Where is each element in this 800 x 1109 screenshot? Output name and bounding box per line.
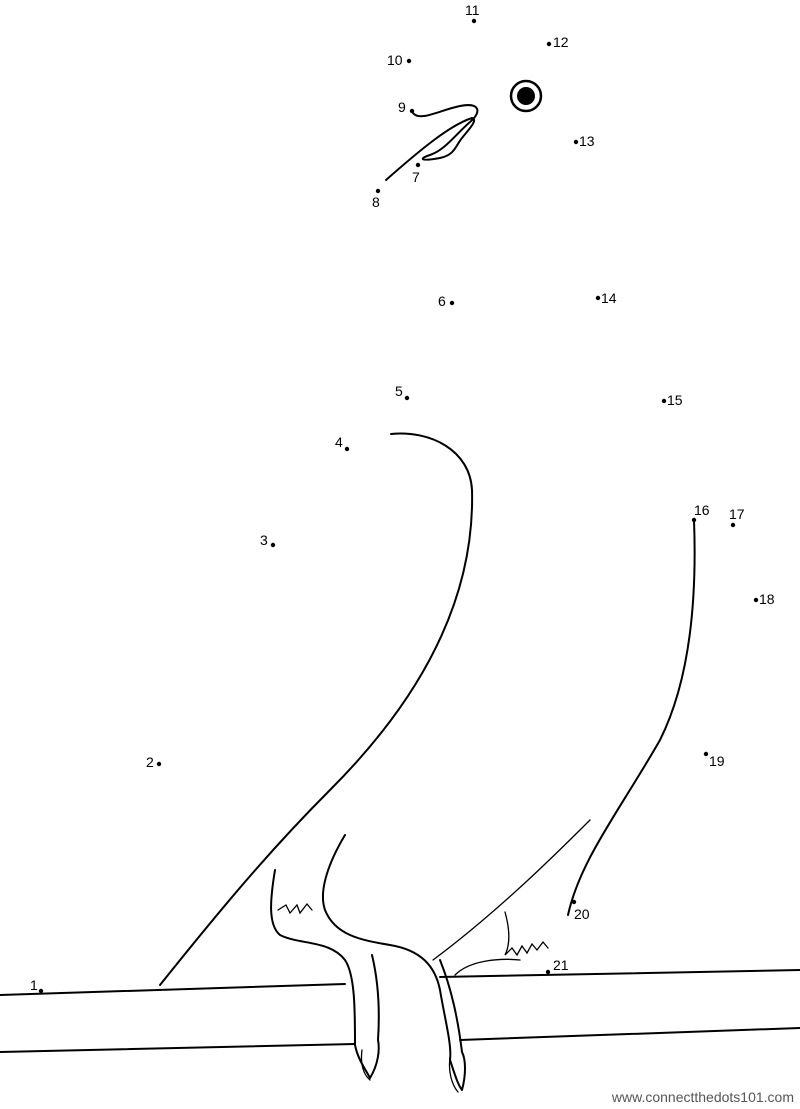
dot-label: 6 bbox=[438, 293, 446, 309]
right-leg bbox=[321, 834, 466, 1091]
watermark: www.connectthedots101.com bbox=[611, 1089, 794, 1105]
dot[interactable] bbox=[546, 41, 552, 47]
dot-label: 15 bbox=[667, 392, 683, 408]
dot-label: 8 bbox=[372, 194, 380, 210]
left-leg bbox=[270, 869, 380, 1079]
body-front bbox=[159, 432, 474, 986]
dot[interactable] bbox=[595, 295, 601, 301]
dot[interactable] bbox=[691, 517, 697, 523]
claws bbox=[360, 1049, 459, 1093]
dot[interactable] bbox=[38, 988, 44, 994]
dot[interactable] bbox=[471, 18, 477, 24]
dot[interactable] bbox=[375, 188, 381, 194]
branch-bottom-edge bbox=[0, 1027, 800, 1053]
dot-label: 11 bbox=[465, 2, 480, 18]
dot-label: 16 bbox=[694, 502, 710, 518]
thigh-feathers bbox=[277, 819, 591, 976]
dot-labels: 1 2 3 4 5 6 7 8 9 10 11 12 13 14 15 16 1… bbox=[30, 2, 775, 993]
dot[interactable] bbox=[730, 522, 736, 528]
dot[interactable] bbox=[661, 398, 667, 404]
dot-label: 13 bbox=[579, 133, 595, 149]
dot-label: 2 bbox=[146, 754, 154, 770]
dot-label: 20 bbox=[574, 906, 590, 922]
dot[interactable] bbox=[753, 597, 759, 603]
dot-label: 17 bbox=[729, 506, 745, 522]
dot-label: 5 bbox=[395, 383, 403, 399]
dot[interactable] bbox=[344, 446, 350, 452]
dot[interactable] bbox=[415, 162, 421, 168]
dot[interactable] bbox=[156, 761, 162, 767]
dot-label: 14 bbox=[601, 290, 617, 306]
dot[interactable] bbox=[703, 751, 709, 757]
dot[interactable] bbox=[409, 108, 415, 114]
body-back bbox=[567, 519, 696, 916]
dot-label: 19 bbox=[709, 753, 725, 769]
beak bbox=[385, 104, 479, 181]
dot[interactable] bbox=[545, 969, 551, 975]
dot[interactable] bbox=[406, 58, 412, 64]
dot-label: 12 bbox=[553, 34, 569, 50]
dot-label: 21 bbox=[553, 957, 569, 973]
dot-label: 3 bbox=[260, 532, 268, 548]
dot-label: 9 bbox=[398, 99, 406, 115]
dot-label: 18 bbox=[759, 591, 775, 607]
dot-label: 10 bbox=[387, 52, 403, 68]
eye-icon bbox=[509, 79, 543, 113]
dot-label: 4 bbox=[335, 434, 343, 450]
dot[interactable] bbox=[449, 300, 455, 306]
pupil bbox=[517, 87, 535, 105]
branch-top-edge bbox=[0, 969, 800, 996]
dot[interactable] bbox=[571, 899, 577, 905]
dot-label: 1 bbox=[30, 977, 38, 993]
dots bbox=[38, 18, 759, 994]
dot[interactable] bbox=[404, 395, 410, 401]
dot[interactable] bbox=[270, 542, 276, 548]
dot-label: 7 bbox=[412, 169, 420, 185]
dot[interactable] bbox=[573, 139, 579, 145]
